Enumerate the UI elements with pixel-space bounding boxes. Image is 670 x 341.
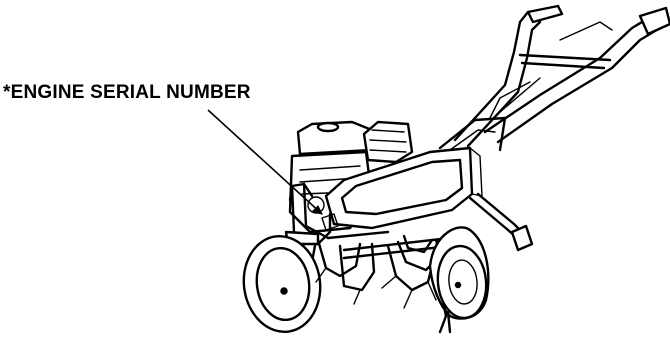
left-grip <box>528 6 562 22</box>
front-wheel <box>238 231 327 337</box>
right-grip <box>640 8 670 34</box>
side-shield <box>430 227 490 332</box>
fuel-cap <box>318 123 338 131</box>
handlebar-assembly <box>440 6 670 150</box>
engine-serial-number-label: *ENGINE SERIAL NUMBER <box>3 82 251 104</box>
